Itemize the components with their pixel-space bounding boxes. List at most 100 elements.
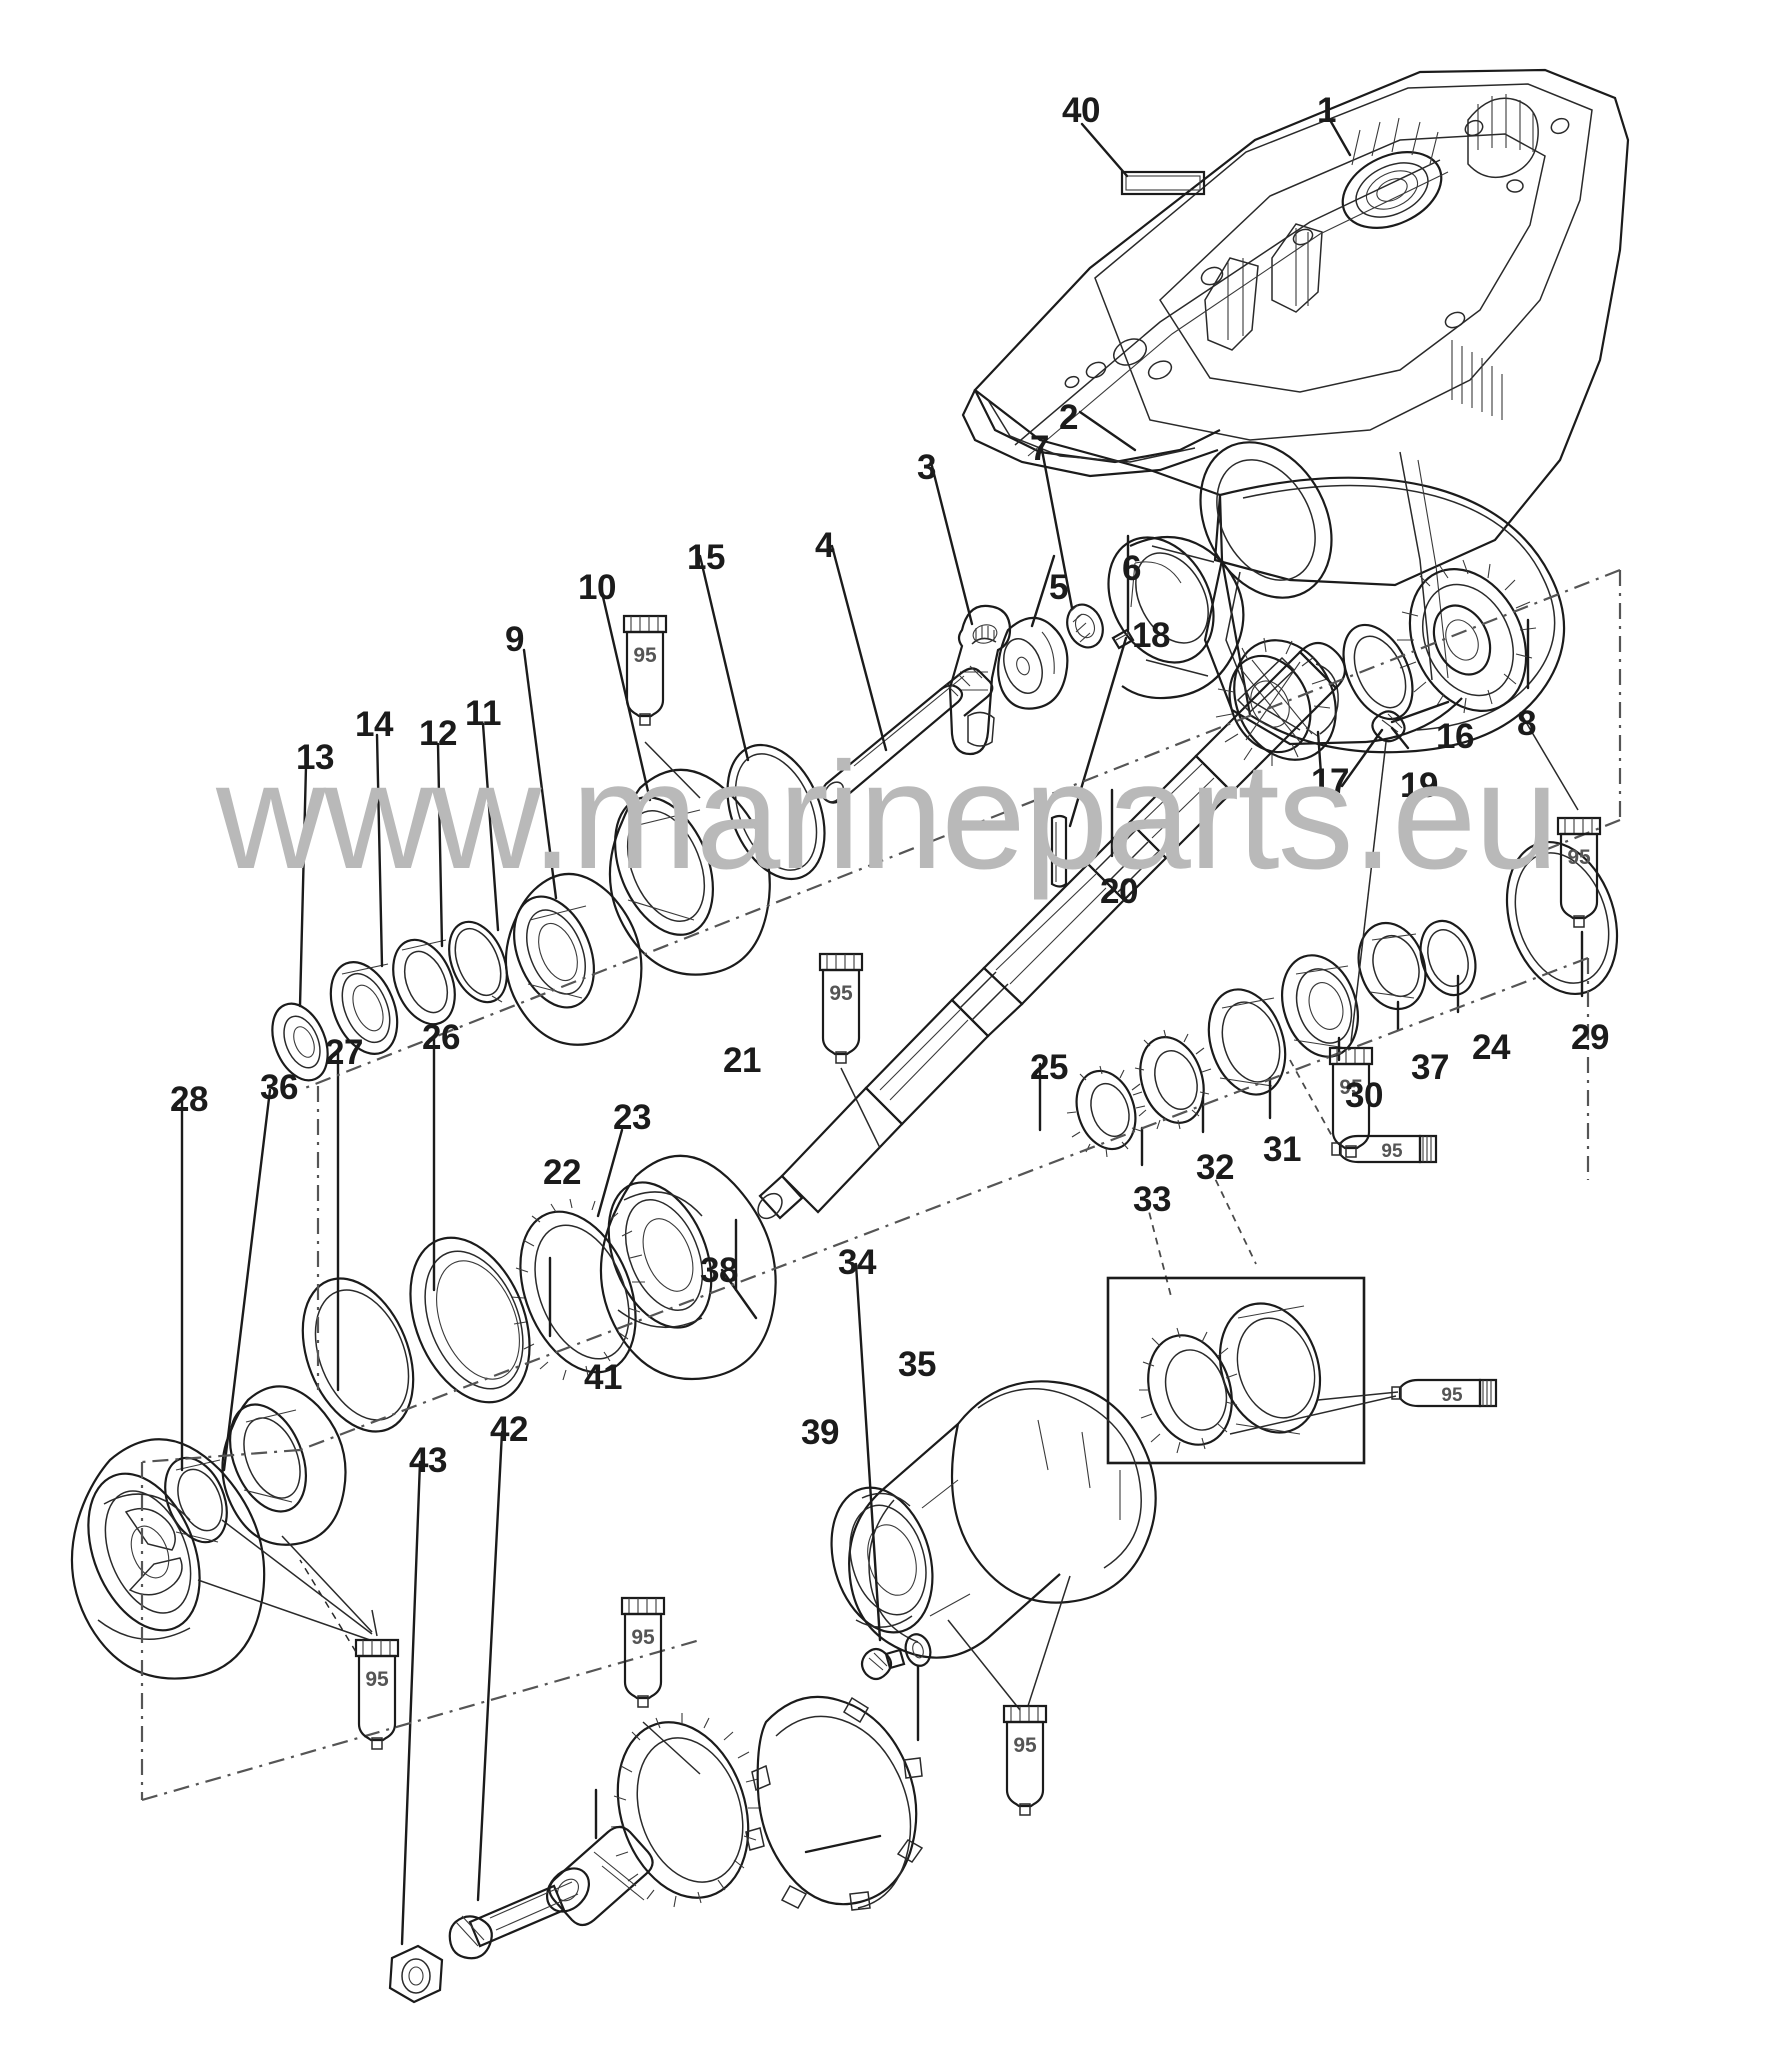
- part-10-drawing: [608, 768, 771, 976]
- part-31-drawing: [1207, 988, 1287, 1096]
- callout-14[interactable]: 14: [355, 705, 393, 744]
- decal-plate-drawing: [1120, 170, 1206, 196]
- leader-18: [1068, 636, 1128, 828]
- callout-17[interactable]: 17: [1311, 762, 1349, 801]
- callout-2[interactable]: 2: [1059, 398, 1078, 437]
- leader-31-lube: [1289, 1059, 1333, 1137]
- leader-7: [1040, 448, 1074, 610]
- part-27-drawing: [221, 1385, 347, 1546]
- leader-34: [854, 1262, 882, 1642]
- callout-15[interactable]: 15: [687, 538, 725, 577]
- leader-36: [222, 1088, 272, 1472]
- lubricant-tube-8: [1519, 711, 1602, 929]
- callout-18[interactable]: 18: [1132, 616, 1170, 655]
- callout-27[interactable]: 27: [325, 1033, 363, 1072]
- leader-33-inset: [1145, 1199, 1173, 1301]
- callout-34[interactable]: 34: [838, 1243, 876, 1282]
- callout-39[interactable]: 39: [801, 1413, 839, 1452]
- lubricant-tube-19: [1328, 741, 1387, 1159]
- callout-21[interactable]: 21: [723, 1041, 761, 1080]
- leader-40: [1080, 122, 1129, 178]
- leader-15: [698, 554, 750, 762]
- callout-26[interactable]: 26: [422, 1018, 460, 1057]
- leader-9: [522, 648, 558, 900]
- part-5-drawing: [997, 616, 1069, 710]
- callout-9[interactable]: 9: [505, 620, 524, 659]
- callout-24[interactable]: 24: [1472, 1028, 1510, 1067]
- lubricant-tube-38: [620, 1596, 701, 1775]
- part-39-drawing: [745, 1695, 924, 1911]
- callout-36[interactable]: 36: [260, 1068, 298, 1107]
- callout-13[interactable]: 13: [296, 738, 334, 777]
- part-19-drawing: [1371, 710, 1406, 743]
- part-30-drawing: [1281, 954, 1359, 1058]
- leader-lube-28-group: [197, 1519, 378, 1641]
- callout-31[interactable]: 31: [1263, 1130, 1301, 1169]
- callout-32[interactable]: 32: [1196, 1148, 1234, 1187]
- part-21-drawing: [599, 1154, 777, 1381]
- callout-10[interactable]: 10: [578, 568, 616, 607]
- callout-41[interactable]: 41: [584, 1358, 622, 1397]
- callout-43[interactable]: 43: [409, 1441, 447, 1480]
- callout-3[interactable]: 3: [917, 448, 936, 487]
- leader-1: [1328, 118, 1352, 157]
- callout-42[interactable]: 42: [490, 1410, 528, 1449]
- lubricant-tube-20: [818, 952, 881, 1149]
- leader-17: [1316, 730, 1324, 790]
- part-25-drawing: [830, 1380, 1157, 1659]
- part-12-drawing: [392, 938, 456, 1026]
- leader-14: [375, 733, 384, 968]
- callout-12[interactable]: 12: [419, 714, 457, 753]
- part-6-drawing: [1111, 628, 1135, 650]
- callout-6[interactable]: 6: [1122, 549, 1141, 588]
- part-4-drawing: [820, 665, 994, 804]
- callout-28[interactable]: 28: [170, 1080, 208, 1119]
- part-32-drawing: [1132, 1029, 1212, 1130]
- part-15-drawing: [726, 743, 826, 881]
- callout-40[interactable]: 40: [1062, 91, 1100, 130]
- lubricant-tube-15: [622, 614, 701, 799]
- callout-8[interactable]: 8: [1517, 704, 1536, 743]
- part-3-drawing: [948, 604, 1012, 756]
- part-20-drawing: [757, 641, 1347, 1220]
- callout-23[interactable]: 23: [613, 1098, 651, 1137]
- callout-19[interactable]: 19: [1400, 766, 1438, 805]
- callout-11[interactable]: 11: [465, 694, 502, 733]
- part-11-drawing: [448, 920, 508, 1004]
- leader-39: [804, 1834, 882, 1854]
- callout-37[interactable]: 37: [1411, 1048, 1449, 1087]
- part-35-drawing: [904, 1633, 932, 1667]
- leader-5: [1030, 554, 1056, 628]
- leader-43: [400, 1460, 422, 1946]
- leader-19b: [1340, 728, 1384, 788]
- section-boundary-lines: [140, 568, 1622, 1802]
- callout-22[interactable]: 22: [543, 1153, 581, 1192]
- callout-33[interactable]: 33: [1133, 1180, 1171, 1219]
- detail-inset-box: [1106, 1276, 1399, 1465]
- callout-5[interactable]: 5: [1049, 568, 1068, 607]
- leader-10: [598, 582, 652, 802]
- part-33-drawing: [1066, 1065, 1146, 1158]
- leader-lube-25-group: [947, 1575, 1071, 1711]
- part-14-drawing: [329, 960, 399, 1056]
- callout-1[interactable]: 1: [1317, 91, 1336, 130]
- callout-30[interactable]: 30: [1345, 1076, 1383, 1115]
- part-8-drawing: [1397, 559, 1537, 714]
- gearcase-housing-drawing: [961, 68, 1630, 754]
- part-37-drawing: [1357, 921, 1427, 1011]
- part-43-drawing: [388, 1944, 444, 2004]
- callout-38[interactable]: 38: [700, 1251, 738, 1290]
- callout-29[interactable]: 29: [1571, 1018, 1609, 1057]
- leader-2: [1078, 410, 1137, 452]
- leader-32-inset: [1209, 1167, 1257, 1265]
- callout-16[interactable]: 16: [1436, 717, 1474, 756]
- callout-35[interactable]: 35: [898, 1345, 936, 1384]
- part-7-drawing: [1066, 603, 1104, 649]
- callout-25[interactable]: 25: [1030, 1048, 1068, 1087]
- callout-4[interactable]: 4: [815, 526, 834, 565]
- callout-7[interactable]: 7: [1030, 429, 1049, 468]
- leader-19: [1390, 726, 1410, 750]
- part-28-drawing: [70, 1438, 266, 1680]
- callout-20[interactable]: 20: [1100, 872, 1138, 911]
